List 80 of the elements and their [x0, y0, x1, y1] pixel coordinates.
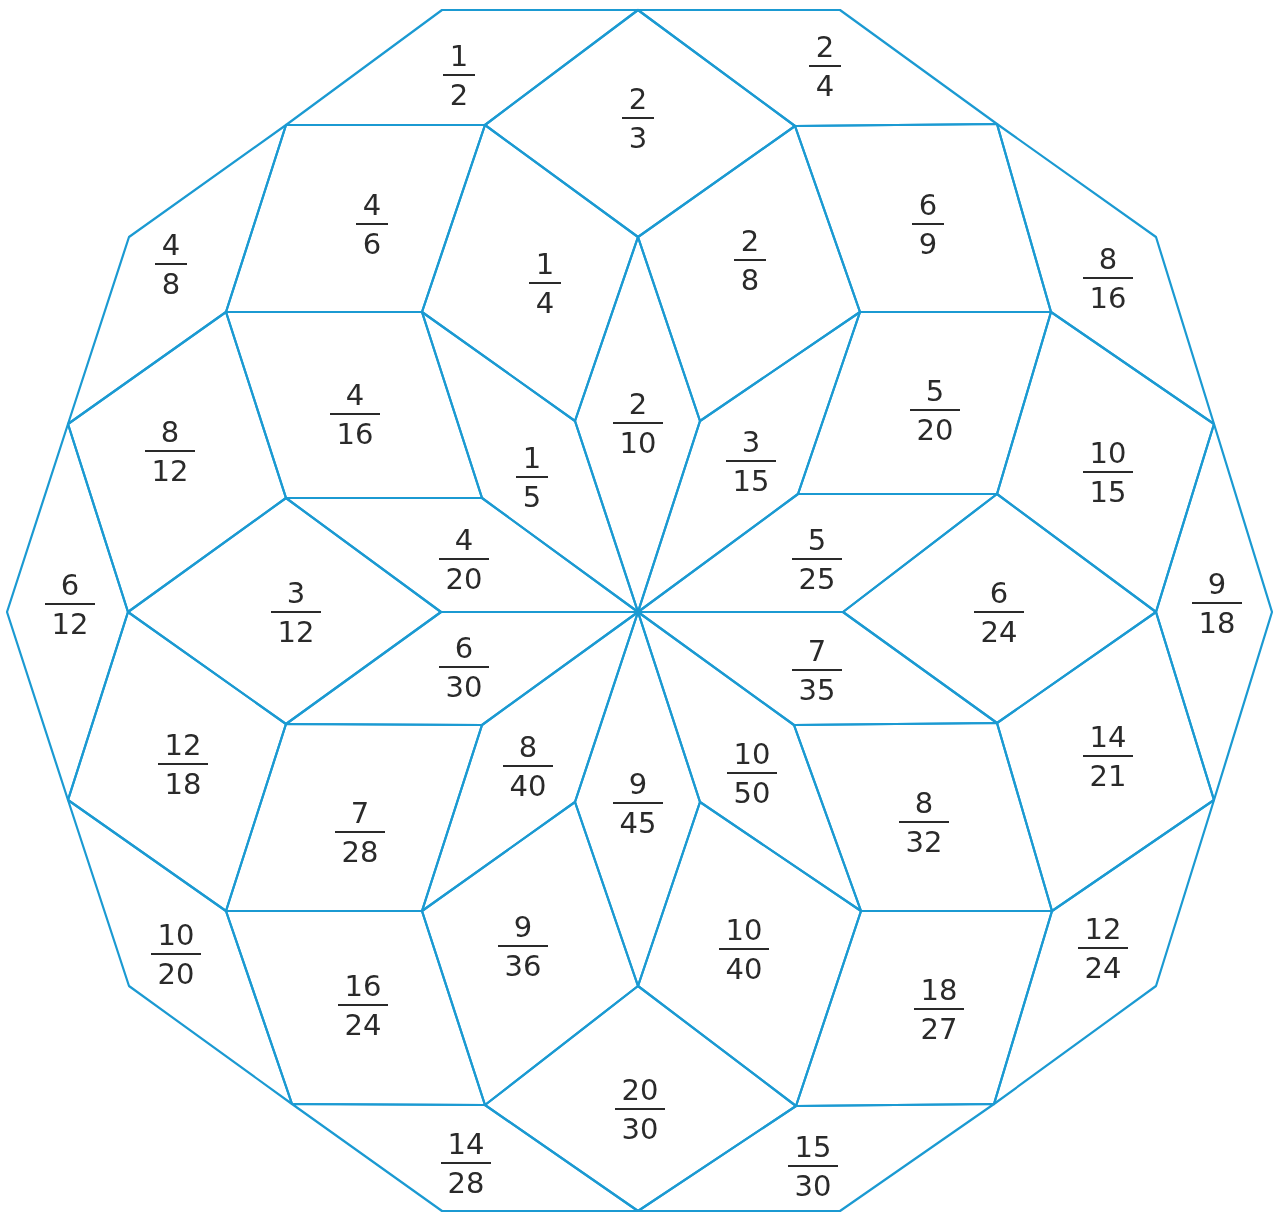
denominator: 4: [815, 72, 835, 101]
denominator: 2: [449, 81, 469, 110]
numerator: 10: [725, 916, 763, 945]
denominator: 50: [733, 779, 771, 808]
numerator: 4: [454, 526, 474, 555]
denominator: 4: [535, 289, 555, 318]
numerator: 2: [628, 85, 648, 114]
denominator: 36: [504, 952, 542, 981]
denominator: 15: [732, 467, 770, 496]
numerator: 2: [628, 390, 648, 419]
numerator: 7: [807, 637, 827, 666]
denominator: 35: [798, 676, 836, 705]
denominator: 20: [916, 416, 954, 445]
numerator: 8: [1098, 245, 1118, 274]
numerator: 3: [741, 428, 761, 457]
numerator: 8: [160, 418, 180, 447]
numerator: 15: [794, 1133, 832, 1162]
denominator: 12: [277, 618, 315, 647]
denominator: 24: [344, 1011, 382, 1040]
numerator: 4: [345, 381, 365, 410]
numerator: 6: [60, 571, 80, 600]
denominator: 28: [341, 838, 379, 867]
denominator: 8: [740, 266, 760, 295]
denominator: 24: [980, 618, 1018, 647]
numerator: 5: [925, 377, 945, 406]
numerator: 7: [350, 799, 370, 828]
denominator: 16: [1089, 284, 1127, 313]
denominator: 30: [794, 1172, 832, 1201]
denominator: 15: [1089, 478, 1127, 507]
numerator: 16: [344, 972, 382, 1001]
denominator: 12: [151, 457, 189, 486]
denominator: 16: [336, 420, 374, 449]
denominator: 30: [621, 1115, 659, 1144]
numerator: 4: [362, 191, 382, 220]
numerator: 9: [1207, 570, 1227, 599]
denominator: 28: [447, 1169, 485, 1198]
denominator: 3: [628, 124, 648, 153]
numerator: 12: [164, 731, 202, 760]
denominator: 32: [905, 828, 943, 857]
denominator: 6: [362, 230, 382, 259]
numerator: 14: [1089, 723, 1127, 752]
numerator: 1: [522, 444, 542, 473]
numerator: 4: [161, 231, 181, 260]
denominator: 25: [798, 565, 836, 594]
numerator: 1: [535, 250, 555, 279]
denominator: 30: [445, 673, 483, 702]
numerator: 6: [989, 579, 1009, 608]
numerator: 5: [807, 526, 827, 555]
numerator: 3: [286, 579, 306, 608]
denominator: 21: [1089, 762, 1127, 791]
numerator: 6: [454, 634, 474, 663]
numerator: 8: [518, 733, 538, 762]
denominator: 24: [1084, 954, 1122, 983]
denominator: 18: [164, 770, 202, 799]
denominator: 27: [920, 1015, 958, 1044]
numerator: 12: [1084, 915, 1122, 944]
numerator: 18: [920, 976, 958, 1005]
denominator: 40: [725, 955, 763, 984]
numerator: 2: [815, 33, 835, 62]
numerator: 9: [513, 913, 533, 942]
denominator: 8: [161, 270, 181, 299]
numerator: 10: [1089, 439, 1127, 468]
denominator: 20: [445, 565, 483, 594]
numerator: 6: [918, 191, 938, 220]
numerator: 8: [914, 789, 934, 818]
numerator: 20: [621, 1076, 659, 1105]
denominator: 18: [1198, 609, 1236, 638]
denominator: 45: [619, 809, 657, 838]
numerator: 10: [733, 740, 771, 769]
denominator: 10: [619, 429, 657, 458]
numerator: 2: [740, 227, 760, 256]
numerator: 1: [449, 42, 469, 71]
numerator: 14: [447, 1130, 485, 1159]
denominator: 5: [522, 483, 542, 512]
numerator: 9: [628, 770, 648, 799]
denominator: 20: [157, 960, 195, 989]
numerator: 10: [157, 921, 195, 950]
denominator: 40: [509, 772, 547, 801]
denominator: 12: [51, 610, 89, 639]
denominator: 9: [918, 230, 938, 259]
